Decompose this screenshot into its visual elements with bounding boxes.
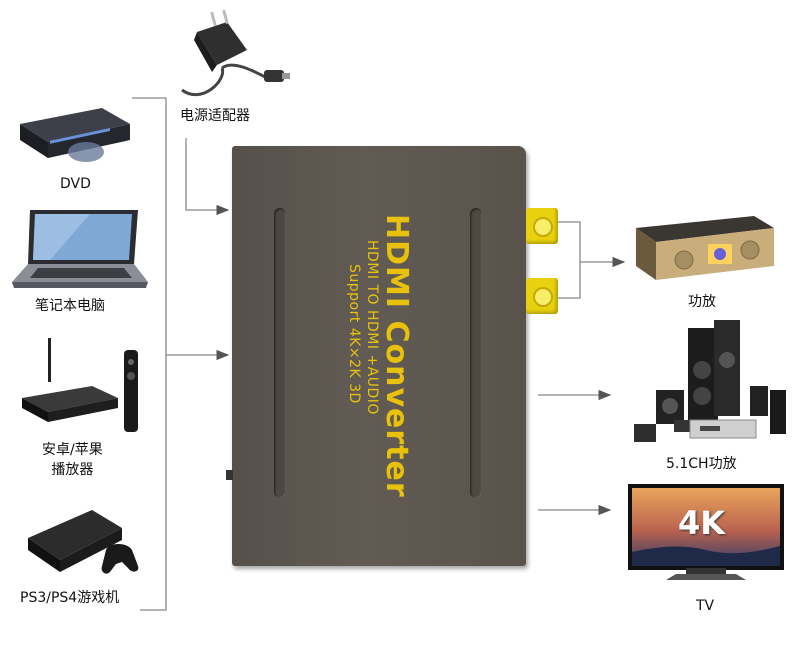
rca-port-bottom [526,278,558,314]
power-adapter-icon [181,10,290,97]
input-label-player-line2: 播放器 [51,462,94,478]
tv-icon [628,484,784,580]
tv-screen-text: 4K [678,504,726,542]
input-label-console: PS3/PS4游戏机 [20,590,120,606]
input-label-player: 安卓/苹果 播放器 [42,440,103,480]
laptop-icon [12,210,148,288]
game-console-icon [28,510,139,574]
dvd-player-icon [20,108,130,162]
input-label-laptop: 笔记本电脑 [35,298,105,314]
vent-slot-right [470,208,482,498]
input-bracket-line [132,97,167,611]
output-label-tv: TV [696,598,715,614]
android-box-icon [22,338,138,432]
vent-slot-left [274,208,286,498]
converter-title: HDMI Converter [379,214,414,498]
input-label-player-line1: 安卓/苹果 [42,442,103,458]
converter-subtitle-2: Support 4K×2K 3D [346,264,362,404]
amplifier-icon [636,216,774,280]
output-label-amplifier: 功放 [688,294,716,310]
converter-subtitle-1: HDMI TO HDMI +AUDIO [364,240,380,415]
hdmi-converter-box: HDMI Converter HDMI TO HDMI +AUDIO Suppo… [232,146,526,566]
power-adapter-label: 电源适配器 [180,108,250,124]
input-label-dvd: DVD [60,176,91,192]
audio-bracket-line [558,221,581,299]
power-arrow-line [185,138,230,216]
surround-speakers-icon [634,320,786,442]
side-port-tab [226,470,233,480]
rca-port-top [526,208,558,244]
output-label-surround: 5.1CH功放 [666,456,737,472]
